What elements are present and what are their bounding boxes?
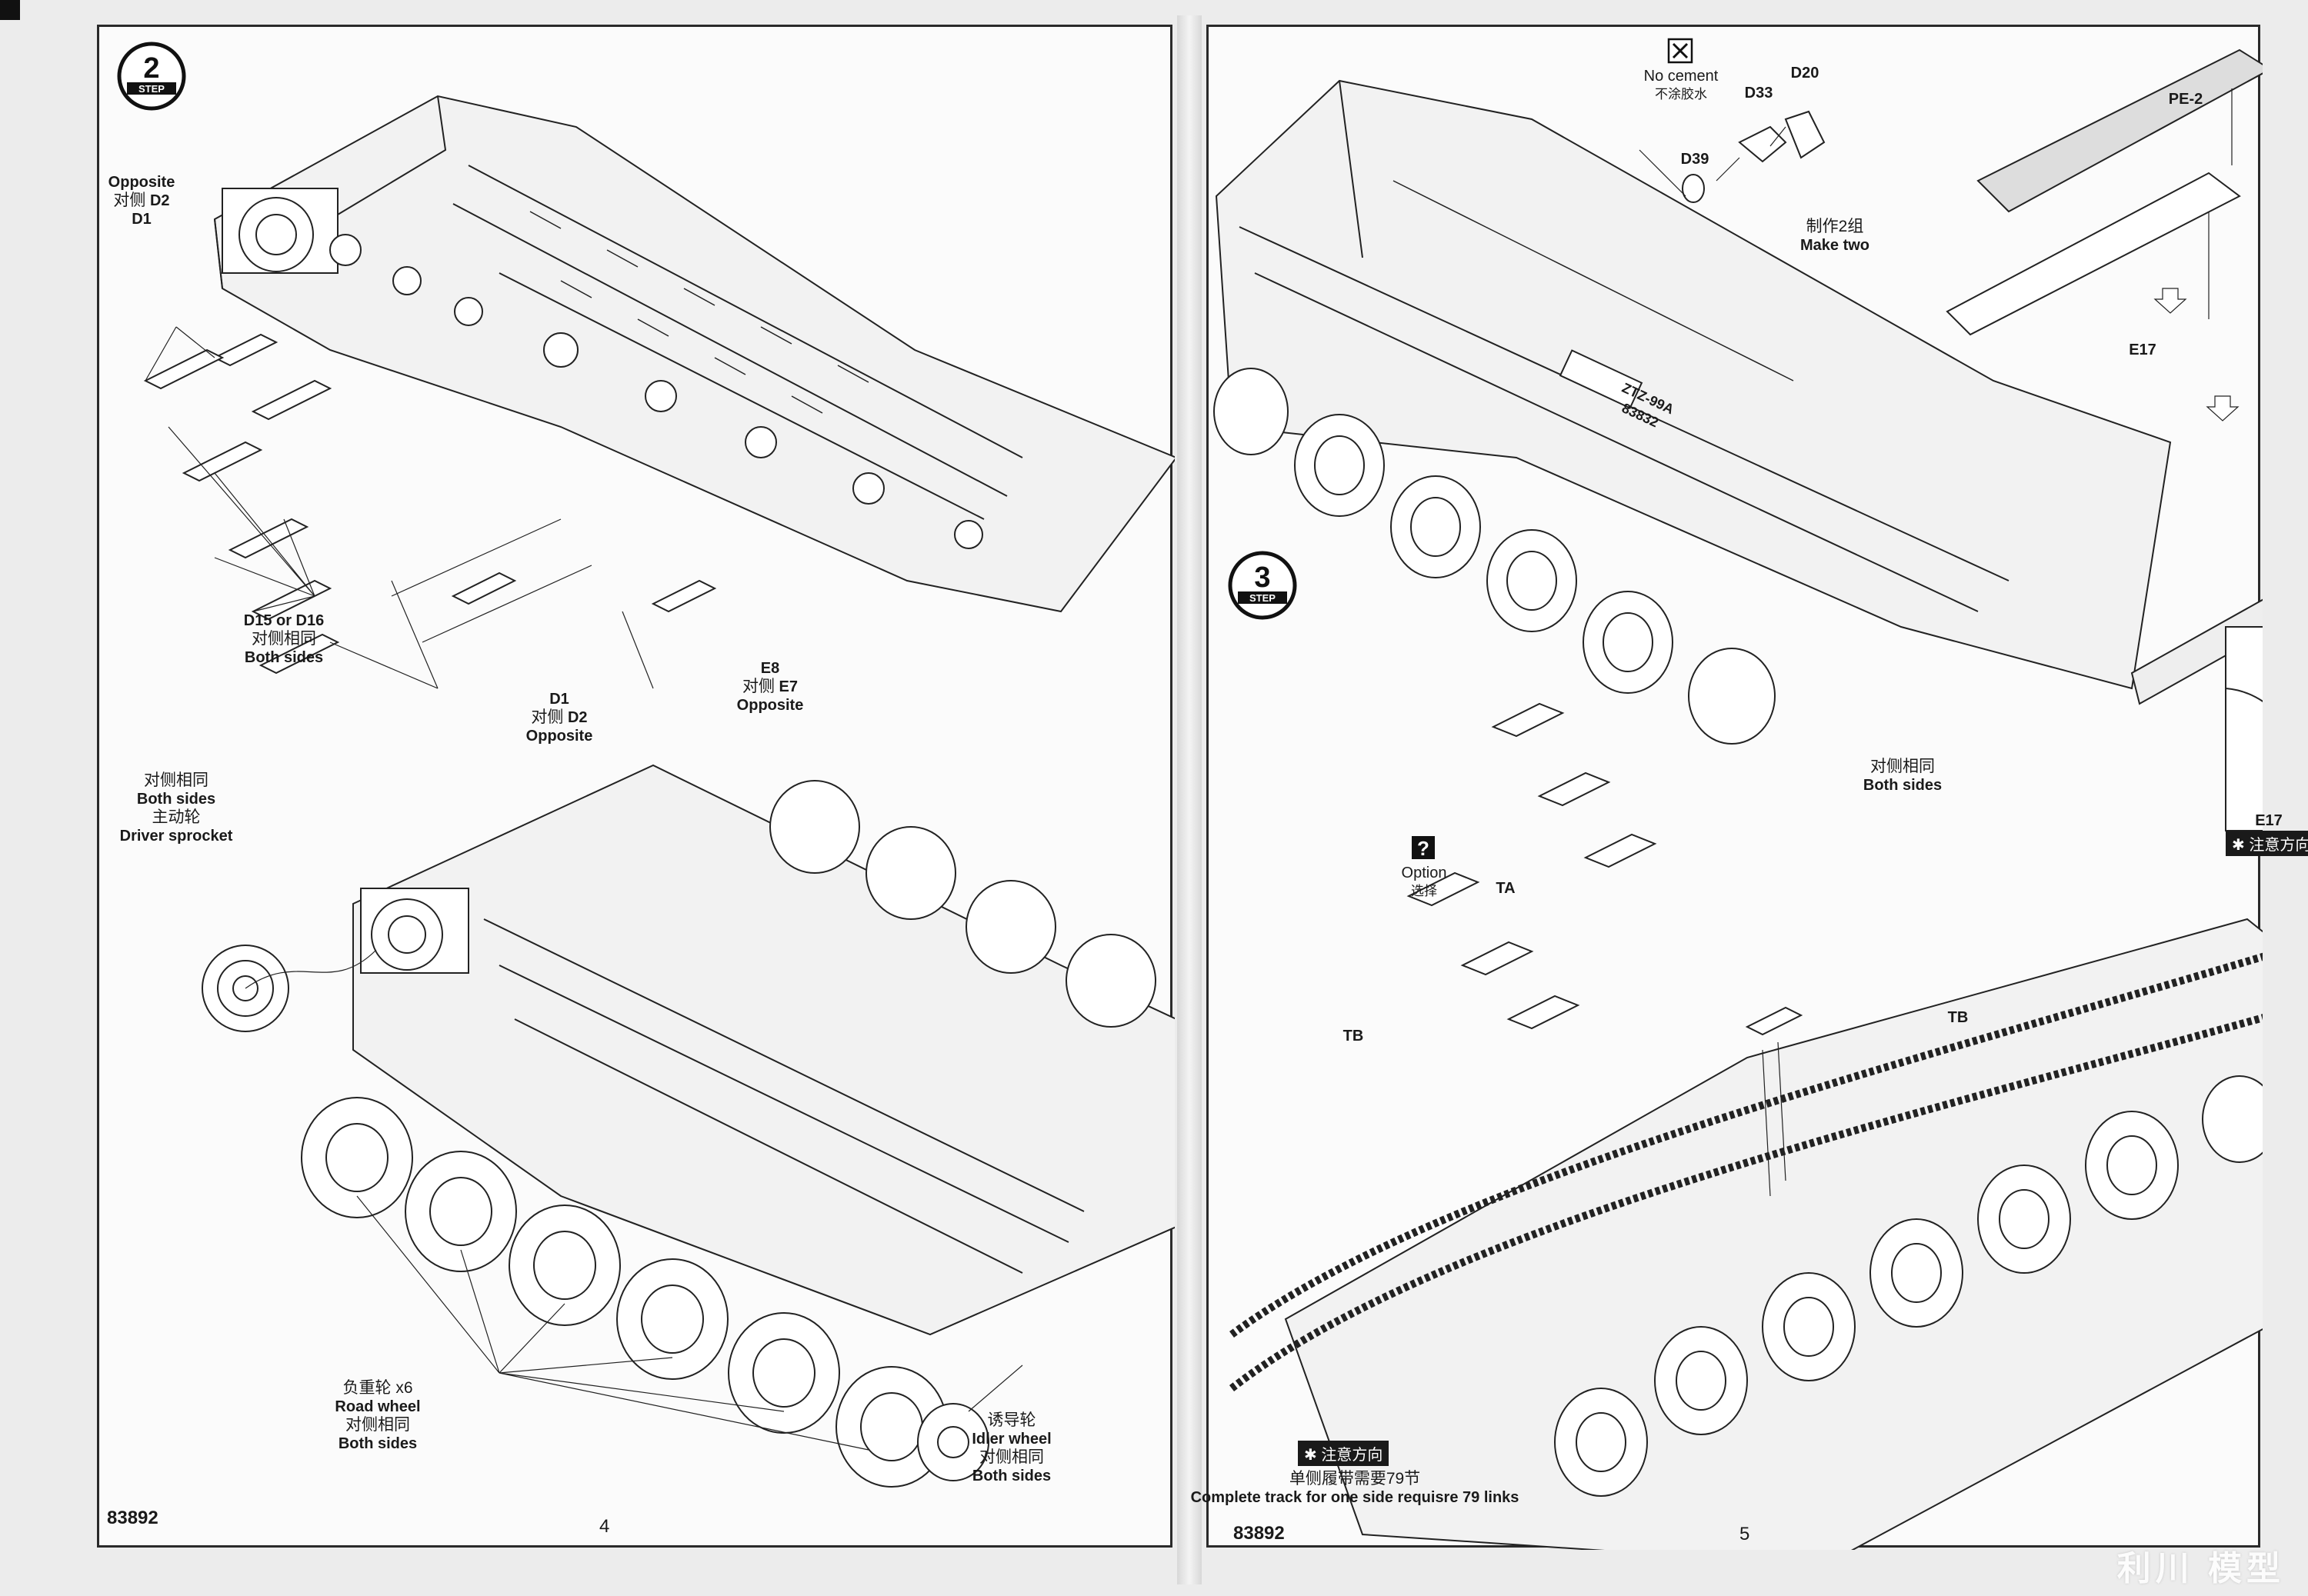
part-d20: D20 — [1790, 65, 1819, 82]
page-gutter — [1177, 15, 1202, 1584]
step3-line-art — [1213, 48, 2263, 1550]
callout-road-wheel: 负重轮 x6 Road wheel 对侧相同 Both sides — [335, 1379, 421, 1452]
step-label: STEP — [138, 83, 165, 95]
scan-corner-mark — [0, 0, 20, 20]
part-e17: E17 — [2129, 342, 2156, 358]
step-3-badge: 3 STEP — [1228, 551, 1297, 620]
step-number: 3 — [1254, 561, 1270, 594]
step-label: STEP — [1249, 592, 1276, 604]
callout-both-sides: 对侧相同 Both sides — [1863, 758, 1943, 794]
detail-e17: E17 — [2255, 812, 2283, 829]
step-2-badge: 2 STEP — [117, 42, 186, 111]
track-attention-badge: ✱ 注意方向 — [1298, 1441, 1389, 1466]
part-pe2: PE-2 — [2168, 91, 2203, 108]
callout-no-cement: No cement 不涂胶水 — [1643, 68, 1719, 102]
page-code: 83892 — [1233, 1523, 1285, 1544]
track-note: 单侧履带需要79节 Complete track for one side re… — [1190, 1470, 1519, 1506]
callout-e8-e7: E8 对侧 E7 Opposite — [736, 660, 804, 714]
part-tb-right: TB — [1947, 1009, 1969, 1026]
page-number: 4 — [599, 1516, 610, 1537]
page-number: 5 — [1739, 1524, 1750, 1544]
step-number: 2 — [143, 52, 159, 85]
svg-text:?: ? — [1417, 837, 1429, 860]
page-code: 83892 — [107, 1508, 158, 1528]
callout-option: Option 选择 — [1401, 865, 1447, 898]
callout-make-two: 制作2组 Make two — [1799, 218, 1870, 254]
callout-d1-d2: D1 对侧 D2 Opposite — [525, 691, 593, 745]
callout-driver-sprocket: 对侧相同 Both sides 主动轮 Driver sprocket — [119, 771, 233, 845]
attention-badge: ✱ 注意方向 — [2226, 831, 2308, 856]
part-tb-left: TB — [1342, 1028, 1364, 1045]
part-d39: D39 — [1680, 151, 1709, 168]
instruction-page-left: 2 STEP Opposite 对侧 D2 D1 D15 or D16 对侧相同… — [97, 25, 1175, 1548]
callout-opposite-d2: Opposite 对侧 D2 D1 — [108, 174, 175, 228]
step2-line-art — [143, 95, 1175, 1488]
no-cement-icon — [1667, 38, 1693, 64]
part-d33: D33 — [1744, 85, 1773, 102]
option-icon: ? — [1412, 836, 1435, 860]
callout-d15-d16: D15 or D16 对侧相同 Both sides — [243, 612, 325, 666]
callout-idler-wheel: 诱导轮 Idler wheel 对侧相同 Both sides — [972, 1411, 1052, 1484]
instruction-page-right: 3 STEP No cement 不涂胶水 D33 D20 D39 制作2组 M… — [1191, 25, 2308, 1550]
watermark: 利川 模型 — [2116, 1550, 2285, 1588]
part-ta: TA — [1496, 880, 1516, 897]
